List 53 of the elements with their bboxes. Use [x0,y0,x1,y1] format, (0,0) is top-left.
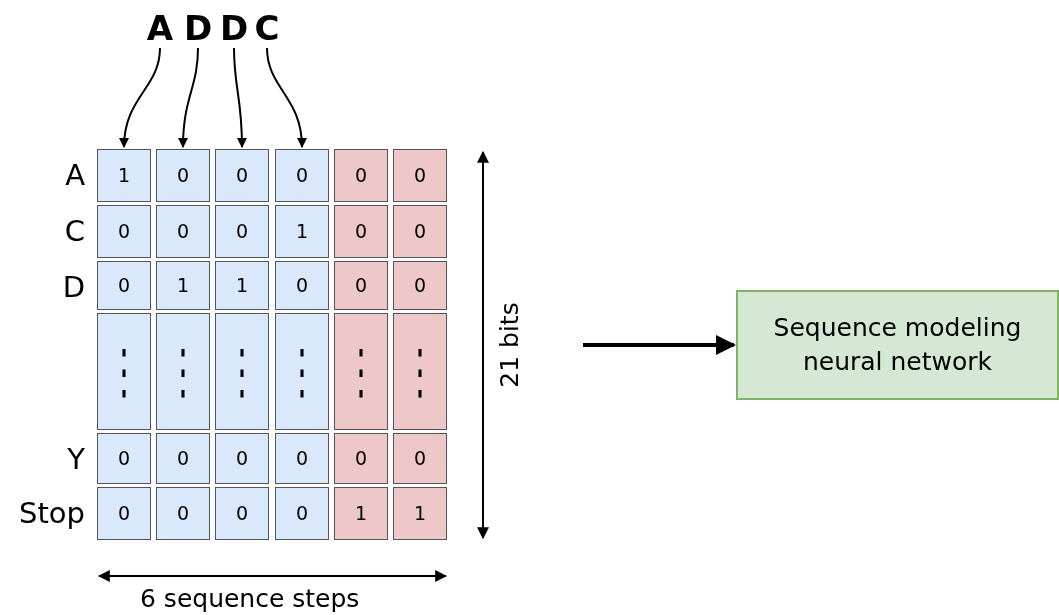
bit-cell: 0 [156,149,210,202]
bit-cell: 0 [393,149,447,202]
row-label: Y [67,441,85,478]
bit-cell: 1 [275,205,329,258]
sequence-letter: A [143,8,177,48]
ellipsis-cell: ⋮ [334,313,388,430]
dimension-label: 21 bits [494,301,525,390]
bit-cell: 0 [393,261,447,310]
bit-cell: 0 [275,261,329,310]
arrow [266,47,307,148]
bit-cell: 0 [97,487,151,540]
bit-cell: 0 [215,433,269,484]
sequence-letter: D [181,8,215,48]
ellipsis-cell: ⋮ [275,313,329,430]
bit-cell: 0 [275,149,329,202]
bit-cell: 0 [215,487,269,540]
bit-cell: 0 [275,433,329,484]
bit-cell: 0 [334,433,388,484]
bit-cell: 0 [97,205,151,258]
bit-cell: 1 [156,261,210,310]
bit-cell: 0 [156,433,210,484]
bit-cell: 1 [215,261,269,310]
bit-cell: 0 [97,433,151,484]
sequence-letter: D [217,8,251,48]
bit-cell: 0 [334,149,388,202]
ellipsis-cell: ⋮ [215,313,269,430]
row-label: A [65,157,85,194]
bit-cell: 0 [334,261,388,310]
row-label: D [62,269,85,306]
bit-cell: 1 [334,487,388,540]
sequence-letter: C [250,8,284,48]
arrow [233,47,247,148]
bit-cell: 0 [215,149,269,202]
bit-cell: 0 [393,205,447,258]
arrow [583,335,736,355]
bit-cell: 1 [97,149,151,202]
bit-cell: 0 [156,205,210,258]
ellipsis-cell: ⋮ [97,313,151,430]
arrow [178,47,199,148]
ellipsis-cell: ⋮ [156,313,210,430]
dimension-label: 6 sequence steps [140,583,360,615]
bit-cell: 0 [393,433,447,484]
bit-cell: 0 [215,205,269,258]
row-label: Stop [19,495,85,532]
bit-cell: 1 [393,487,447,540]
row-label: C [64,213,85,250]
ellipsis-cell: ⋮ [393,313,447,430]
process-box: Sequence modeling neural network [736,290,1059,400]
bit-cell: 0 [156,487,210,540]
bit-cell: 0 [334,205,388,258]
arrow [119,47,161,148]
bit-cell: 0 [275,487,329,540]
bit-cell: 0 [97,261,151,310]
